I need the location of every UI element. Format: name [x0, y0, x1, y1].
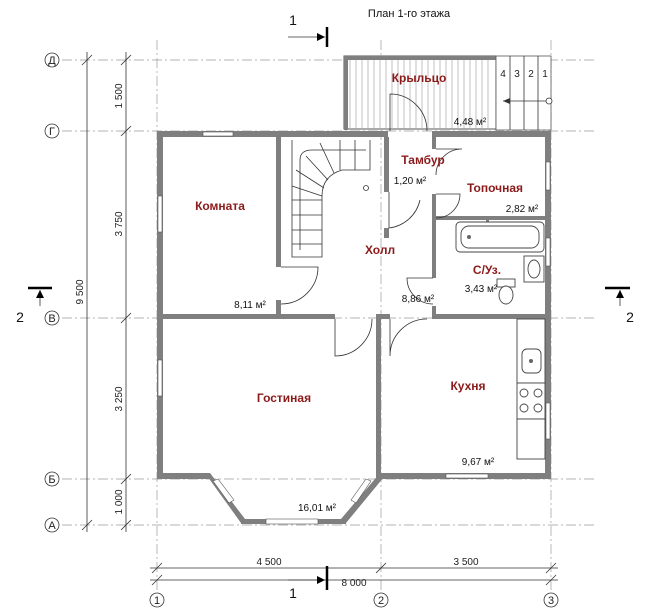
plan-title: План 1-го этажа [368, 8, 451, 20]
dim-h-total: 8 000 [341, 578, 366, 589]
dim-h-1: 4 500 [256, 557, 281, 568]
axis-col-labels: 1 2 3 [149, 592, 559, 608]
step-num-3: 3 [514, 69, 520, 80]
horizontal-dimensions: 4 500 3 500 8 000 [150, 557, 558, 589]
room-bathroom-name: С/Уз. [473, 263, 501, 277]
section-1-top: 1 [289, 12, 297, 28]
room-boiler-area: 2,82 м² [506, 204, 539, 215]
axis-row-labels: Д Г В Б А [44, 52, 60, 533]
axis-row-v: В [48, 313, 55, 325]
external-walls [157, 131, 551, 525]
room-living-name: Гостиная [257, 391, 311, 405]
room-living-area: 16,01 м² [298, 503, 337, 514]
room-boiler-name: Топочная [467, 181, 523, 195]
staircase [291, 140, 371, 258]
room-hall-name: Холл [365, 243, 395, 257]
room-hall-area: 8,86 м² [402, 294, 435, 305]
section-1-bottom: 1 [289, 585, 297, 601]
axis-col-2: 2 [378, 595, 384, 607]
room-labels: Крыльцо 4,48 м² Тамбур 1,20 м² Топочная … [195, 71, 539, 514]
internal-walls [163, 137, 545, 473]
step-num-2: 2 [528, 69, 534, 80]
dim-v-1: 1 500 [114, 83, 125, 108]
dim-v-3: 3 250 [114, 386, 125, 411]
room-kitchen-area: 9,67 м² [462, 457, 495, 468]
room-porch-area: 4,48 м² [454, 117, 487, 128]
room-bathroom-area: 3,43 м² [465, 284, 498, 295]
room-room-name: Комната [195, 199, 245, 213]
dim-v-4: 1 000 [114, 489, 125, 514]
dim-v-2: 3 750 [114, 211, 125, 236]
axis-row-b: Б [48, 474, 55, 486]
section-marks: 1 1 2 2 [16, 12, 634, 601]
room-vestibule-area: 1,20 м² [394, 176, 427, 187]
room-kitchen-name: Кухня [450, 379, 485, 393]
room-vestibule-name: Тамбур [401, 153, 445, 167]
axis-row-g: Г [49, 126, 55, 138]
doors [280, 93, 463, 357]
fixtures [455, 221, 546, 460]
axis-row-d: Д [48, 55, 56, 67]
dim-v-total: 9 500 [75, 279, 86, 304]
axis-col-1: 1 [154, 595, 160, 607]
dim-h-2: 3 500 [453, 557, 478, 568]
step-num-1: 1 [542, 69, 548, 80]
porch: 4 3 2 1 [343, 55, 553, 131]
section-2-left: 2 [16, 309, 24, 325]
section-2-right: 2 [626, 309, 634, 325]
axis-row-a: А [48, 520, 56, 532]
vertical-dimensions: 1 500 3 750 3 250 1 000 9 500 [75, 52, 132, 532]
room-porch-name: Крыльцо [392, 71, 447, 85]
room-room-area: 8,11 м² [234, 300, 266, 311]
step-num-4: 4 [500, 69, 506, 80]
axis-col-3: 3 [548, 595, 554, 607]
